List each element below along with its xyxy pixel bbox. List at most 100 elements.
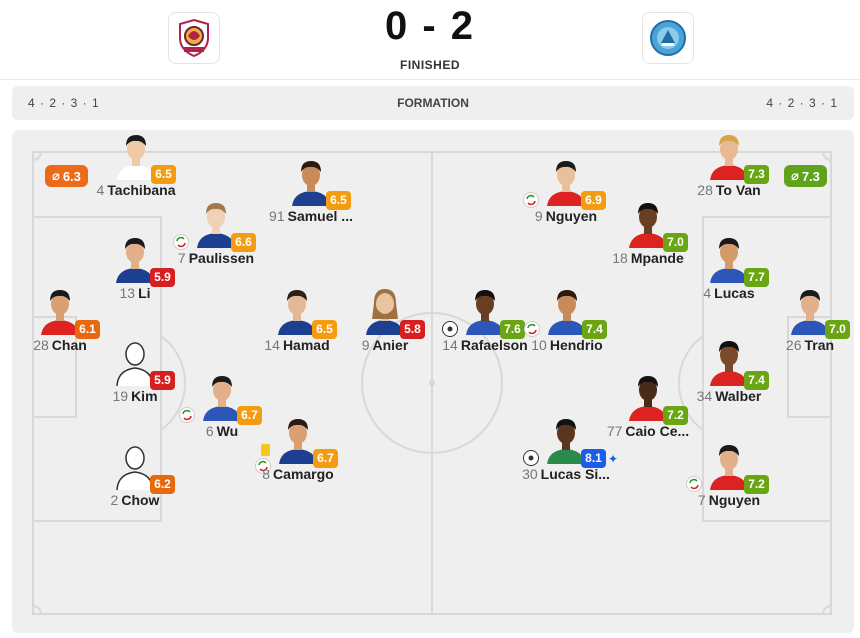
match-status: FINISHED <box>399 58 460 72</box>
player-photo <box>39 287 81 335</box>
player-photo <box>277 416 319 464</box>
player-label: To Van <box>715 182 761 198</box>
home-team-logo[interactable] <box>168 12 220 64</box>
player-number: 9 <box>361 337 370 353</box>
player-number: 28 <box>697 182 713 198</box>
player-label: Rafaelson <box>460 337 528 353</box>
player-photo <box>545 416 587 464</box>
player-rating: 6.7 <box>237 406 262 425</box>
player-number: 6 <box>205 423 214 439</box>
player-photo <box>546 287 588 335</box>
player-number: 8 <box>262 466 271 482</box>
player-label: Nguyen <box>545 208 598 224</box>
player-label: Nguyen <box>708 492 761 508</box>
player-rating: 7.3 <box>744 165 769 184</box>
player-number: 19 <box>112 388 129 404</box>
player-label: Camargo <box>273 466 334 482</box>
player-number: 28 <box>33 337 49 353</box>
player-photo <box>545 158 587 206</box>
player-label: Chow <box>121 492 160 508</box>
match-score: 0 - 2 <box>384 4 476 48</box>
player-rating: 5.9 <box>150 268 175 287</box>
goal-ball-icon <box>442 321 458 337</box>
player-rating: 8.1 <box>581 449 606 468</box>
pitch-lines <box>32 151 832 615</box>
player-label: Paulissen <box>188 250 255 266</box>
player-rating: 6.5 <box>312 320 337 339</box>
player-label: Hamad <box>282 337 330 353</box>
home-formation: 4 · 2 · 3 · 1 <box>28 96 100 110</box>
player-label: Tachibana <box>107 182 176 198</box>
player-photo <box>364 287 406 335</box>
player-label: Kim <box>131 388 158 404</box>
player-label: Lucas Si... <box>540 466 610 482</box>
away-formation: 4 · 2 · 3 · 1 <box>766 96 838 110</box>
player-rating: 6.1 <box>75 320 100 339</box>
substitution-icon <box>173 234 189 250</box>
player-photo <box>201 373 243 421</box>
player-rating: 7.4 <box>744 371 769 390</box>
player-rating: 5.9 <box>150 371 175 390</box>
player-silhouette-icon <box>114 442 156 490</box>
player-number: 34 <box>696 388 713 404</box>
player-rating: 7.6 <box>500 320 525 339</box>
round-blue-crest-icon <box>650 20 686 56</box>
player-photo <box>708 442 750 490</box>
formation-title: FORMATION <box>397 96 469 110</box>
player-rating: 6.9 <box>581 191 606 210</box>
player-photo <box>464 287 506 335</box>
player-photo <box>115 132 157 180</box>
substitution-icon <box>523 192 539 208</box>
player-number: 91 <box>269 208 285 224</box>
top-rated-star-icon: ✦ <box>608 452 619 466</box>
substitution-icon <box>179 407 195 423</box>
player-photo <box>708 235 750 283</box>
player-number: 4 <box>96 182 105 198</box>
player-rating: 6.5 <box>326 191 351 210</box>
yellow-card-icon <box>261 444 270 456</box>
player-label: Tran <box>804 337 835 353</box>
player-photo <box>290 158 332 206</box>
away-team-logo[interactable] <box>642 12 694 64</box>
home-average-rating: ⌀6.3 <box>45 165 88 187</box>
player-label: Hendrio <box>549 337 603 353</box>
player-label: Wu <box>216 423 239 439</box>
player-label: Mpande <box>630 250 684 266</box>
player-photo <box>627 200 669 248</box>
player-number: 9 <box>534 208 543 224</box>
player-rating: 7.2 <box>744 475 769 494</box>
